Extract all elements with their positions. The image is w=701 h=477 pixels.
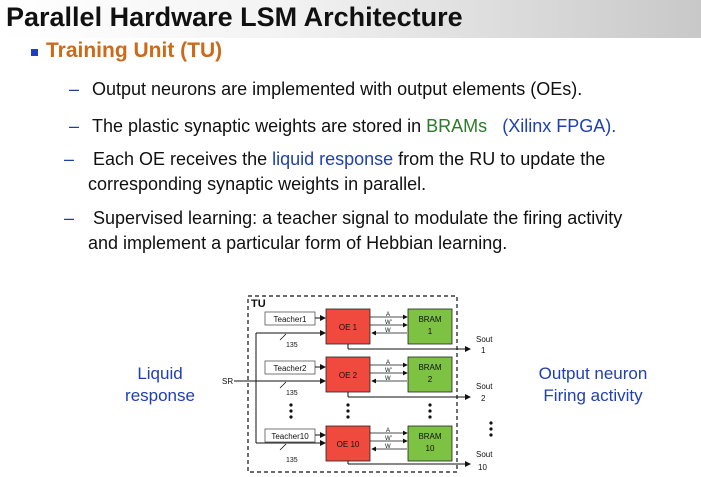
- bullet-text: from the RU to update the: [393, 149, 606, 169]
- signal-a-label: A: [386, 312, 390, 318]
- sr-label: SR: [222, 377, 233, 386]
- bram-block: [407, 425, 453, 462]
- dash-bullet-icon: –: [64, 208, 75, 228]
- tu-row-1: Teacher1 135 OE 1 A W' W BRAM 1 Sout 1: [256, 308, 493, 355]
- dash-bullet-icon: –: [64, 149, 75, 169]
- dash-bullet-icon: –: [69, 79, 80, 99]
- sout-label: Sout: [476, 450, 493, 459]
- liquid-response-highlight: liquid response: [272, 149, 394, 169]
- signal-wprime-label: W': [385, 368, 392, 374]
- ellipsis-dot: [428, 415, 432, 419]
- ellipsis-dot: [346, 409, 350, 413]
- bram-index: 10: [426, 444, 435, 453]
- sout-index: 10: [478, 463, 487, 472]
- tu-row-10: Teacher10 135 OE 10 A W' W BRAM 10 Sout …: [256, 425, 493, 472]
- signal-wprime-label: W': [385, 436, 392, 442]
- sout-label: Sout: [476, 335, 493, 344]
- ellipsis-dot: [489, 433, 493, 437]
- signal-a-label: A: [386, 360, 390, 366]
- ellipsis-dot: [346, 415, 350, 419]
- signal-wprime-label: W': [385, 320, 392, 326]
- label-line: response: [125, 386, 195, 405]
- bram-label: BRAM: [418, 363, 441, 372]
- slide-title: Parallel Hardware LSM Architecture: [6, 2, 463, 32]
- teacher-label: Teacher10: [271, 432, 309, 441]
- tu-row-2: Teacher2 135 OE 2 A W' W BRAM 2 Sout 2: [256, 356, 493, 403]
- bullet-4-line-1: Supervised learning: a teacher signal to…: [88, 208, 623, 228]
- bullet-1-text: Output neurons are implemented with outp…: [92, 79, 582, 100]
- brams-highlight: BRAMs: [426, 116, 488, 136]
- title-bar: Parallel Hardware LSM Architecture: [0, 0, 701, 38]
- xilinx-highlight: (Xilinx FPGA).: [502, 116, 617, 136]
- tu-label: TU: [251, 298, 266, 310]
- oe-block: [325, 356, 371, 393]
- liquid-response-label: Liquid response: [110, 363, 210, 407]
- ellipsis-dot: [489, 421, 493, 425]
- oe-label: OE 10: [337, 440, 360, 449]
- oe-block: [325, 425, 371, 462]
- label-line: Firing activity: [543, 386, 643, 405]
- sout-index: 2: [481, 394, 486, 403]
- bullet-3-line-1: Each OE receives the liquid response fro…: [88, 149, 605, 170]
- signal-w-label: W: [385, 444, 391, 450]
- bus-slash: [279, 443, 287, 451]
- wire-width-label: 135: [286, 457, 298, 464]
- oe-label: OE 1: [339, 323, 358, 332]
- bullet-4-line-2: and implement a particular form of Hebbi…: [88, 233, 508, 253]
- wire-width-label: 135: [286, 390, 298, 397]
- label-line: Liquid: [137, 364, 183, 383]
- dash-bullet-icon: –: [69, 116, 80, 136]
- bullet-text: The plastic synaptic weights are stored …: [92, 116, 427, 136]
- ellipsis-dot: [428, 403, 432, 407]
- bullet-text: Output neurons are implemented with outp…: [92, 79, 583, 99]
- sout-label: Sout: [476, 382, 493, 391]
- ellipsis-dot: [428, 409, 432, 413]
- tu-boundary: [247, 295, 458, 473]
- row-ellipsis: [289, 403, 493, 437]
- bram-block: [407, 308, 453, 345]
- bullet-text: Each OE receives the: [88, 149, 273, 169]
- oe-block: [325, 308, 371, 345]
- bram-label: BRAM: [418, 315, 441, 324]
- label-line: Output neuron: [538, 364, 648, 383]
- bullet-2-text: The plastic synaptic weights are stored …: [92, 116, 616, 137]
- slide-subtitle: Training Unit (TU): [46, 39, 223, 62]
- square-bullet-icon: [31, 49, 38, 56]
- bram-label: BRAM: [418, 432, 441, 441]
- oe-label: OE 2: [339, 371, 358, 380]
- bullet-3-line-2: corresponding synaptic weights in parall…: [88, 174, 427, 194]
- bus-slash: [279, 381, 287, 389]
- wire-width-label: 135: [286, 342, 298, 349]
- teacher-label: Teacher2: [274, 364, 307, 373]
- output-neuron-label: Output neuron Firing activity: [522, 363, 664, 407]
- bus-slash: [279, 333, 287, 341]
- ellipsis-dot: [289, 409, 293, 413]
- bram-index: 2: [428, 375, 433, 384]
- ellipsis-dot: [289, 403, 293, 407]
- teacher-label: Teacher1: [274, 315, 307, 324]
- ellipsis-dot: [346, 403, 350, 407]
- signal-a-label: A: [386, 428, 390, 434]
- signal-w-label: W: [385, 376, 391, 382]
- signal-w-label: W: [385, 328, 391, 334]
- bram-index: 1: [428, 327, 433, 336]
- bram-block: [407, 356, 453, 393]
- sout-index: 1: [481, 346, 486, 355]
- ellipsis-dot: [289, 415, 293, 419]
- ellipsis-dot: [489, 427, 493, 431]
